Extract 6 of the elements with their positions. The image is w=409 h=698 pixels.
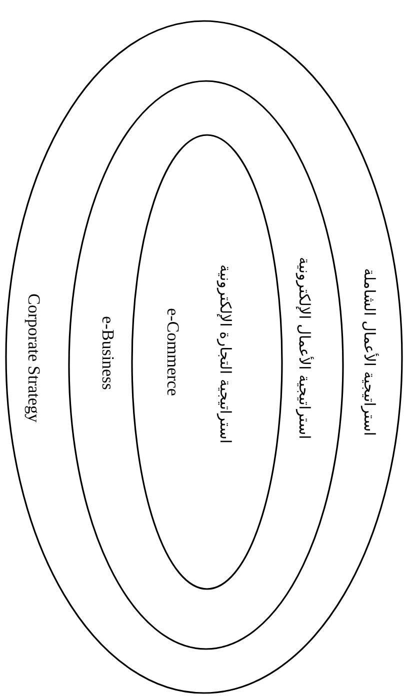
ring-label: e-Business: [100, 316, 116, 390]
ring-label: استراتيجية الأعمال الشاملة: [362, 268, 376, 436]
ring-label: استراتيجية الأعمال الإلكترونية: [296, 256, 312, 440]
ring-label: e-Commerce: [164, 308, 182, 396]
ring-label: Corporate Strategy: [26, 294, 42, 422]
ring-label: استراتيجية التجارة الإلكترونية: [218, 264, 232, 444]
